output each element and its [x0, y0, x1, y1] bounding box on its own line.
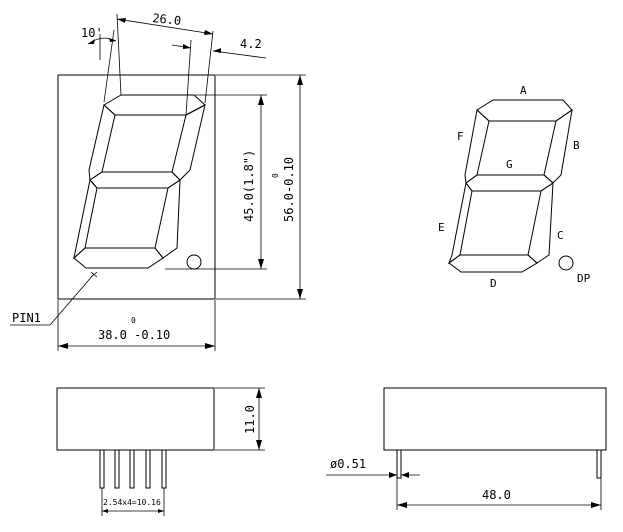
- pin-pitch-label: 2.54x4=10.16: [103, 498, 161, 507]
- digit-height-label: 45.0(1.8"): [242, 150, 256, 222]
- pin-pitch-dimension: 2.54x4=10.16: [101, 488, 165, 516]
- map-segment-c: [527, 182, 554, 264]
- body-height-tolerance: 0: [271, 173, 280, 178]
- digit-height-dimension: 45.0(1.8"): [165, 94, 267, 270]
- front-segment-g: [89, 171, 181, 189]
- top-width-label: 26.0: [152, 11, 182, 28]
- segment-label-a: A: [520, 84, 527, 97]
- segment-label-dp: DP: [577, 272, 591, 285]
- side-body-outline: [56, 387, 215, 451]
- pin1-label: PIN1: [12, 311, 41, 325]
- segment-label-e: E: [438, 221, 445, 234]
- segment-width-dimension: 4.2: [171, 37, 267, 116]
- body-width-tolerance: 0: [131, 316, 136, 325]
- side-view-pins: 11.0 2.54x4=10.16: [56, 387, 265, 516]
- body-height-label: 56.0-0.10: [282, 157, 296, 222]
- front-segment-c: [154, 179, 181, 259]
- front-segment-b: [171, 104, 206, 181]
- length-label: 48.0: [482, 488, 511, 502]
- top-width-dimension: 26.0: [116, 11, 214, 104]
- map-decimal-point: [558, 255, 574, 271]
- slant-angle-dimension: 10': [81, 26, 117, 103]
- front-segment-f: [88, 104, 116, 181]
- side-pins: [99, 449, 167, 489]
- side-view-length: ø0.51 48.0: [326, 387, 607, 510]
- body-height-dimension: 0 56.0-0.10: [216, 74, 306, 300]
- segment-label-f: F: [457, 130, 464, 143]
- front-digit: [73, 94, 206, 270]
- right-pin: [596, 449, 602, 479]
- front-body-outline: [57, 74, 216, 300]
- segment-label-d: D: [490, 277, 497, 290]
- side-height-dimension: 11.0: [215, 387, 265, 451]
- pin1-callout: PIN1: [10, 271, 98, 326]
- map-segment-a: [476, 99, 573, 122]
- length-dimension: 48.0: [396, 478, 602, 510]
- slant-angle-label: 10': [81, 26, 103, 40]
- map-segment-g: [465, 174, 554, 192]
- segment-map: A B C D E F G DP: [438, 84, 591, 290]
- pin-diameter-label: ø0.51: [330, 457, 366, 471]
- left-pin: [396, 449, 402, 479]
- body-width-label: 38.0 -0.10: [98, 328, 170, 342]
- map-segment-e: [447, 181, 473, 265]
- pin-diameter-dimension: ø0.51: [326, 457, 420, 478]
- front-view: 10' 26.0 4.2 45.0(1.8"): [10, 11, 306, 351]
- side-height-label: 11.0: [243, 405, 257, 434]
- body-width-dimension: 0 38.0 -0.10: [57, 300, 216, 351]
- segment-label-c: C: [557, 229, 564, 242]
- side-body-outline-2: [383, 387, 607, 451]
- map-segment-d: [448, 254, 538, 273]
- segment-width-label: 4.2: [240, 37, 262, 51]
- front-segment-a: [103, 94, 206, 116]
- front-segment-e: [73, 178, 98, 260]
- segment-label-g: G: [506, 158, 513, 171]
- segment-label-b: B: [573, 139, 580, 152]
- map-segment-f: [464, 109, 490, 184]
- front-decimal-point: [186, 254, 202, 270]
- front-segment-d: [73, 247, 164, 269]
